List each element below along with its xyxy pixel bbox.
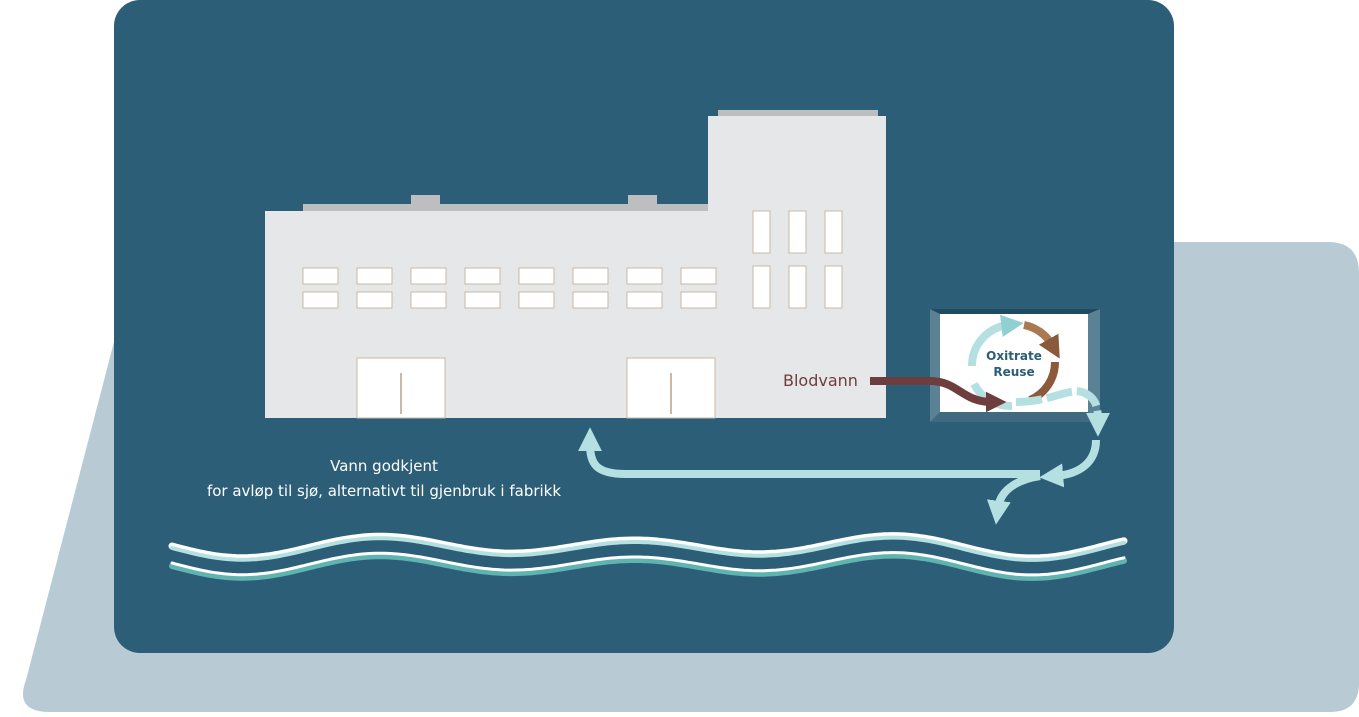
window xyxy=(518,291,555,309)
blodvann-label: Blodvann xyxy=(783,371,858,390)
window xyxy=(356,291,393,309)
window xyxy=(788,210,807,254)
window xyxy=(572,291,609,309)
window xyxy=(410,267,447,285)
building-windows xyxy=(302,210,843,309)
roof-strip-low xyxy=(303,204,709,212)
blood-flow-arrow xyxy=(870,377,1007,413)
water-label-line2: for avløp til sjø, alternativt til gjenb… xyxy=(207,482,561,500)
window xyxy=(752,210,771,254)
window xyxy=(626,291,663,309)
water-label-line1: Vann godkjent xyxy=(330,457,438,475)
window xyxy=(824,210,843,254)
unit-label-line1: Oxitrate xyxy=(986,349,1042,363)
door-left xyxy=(356,357,446,419)
water-reuse-arrow xyxy=(578,427,1040,478)
window xyxy=(464,267,501,285)
window xyxy=(302,291,339,309)
window xyxy=(518,267,555,285)
window xyxy=(788,265,807,309)
window xyxy=(680,291,717,309)
window xyxy=(410,291,447,309)
wave-top xyxy=(170,535,1126,562)
water-split-arrow xyxy=(1039,439,1100,488)
sea-waves xyxy=(168,532,1128,581)
window xyxy=(302,267,339,285)
door-right xyxy=(626,357,716,419)
wave-bottom xyxy=(169,552,1127,581)
wave-bottom-highlight xyxy=(170,551,1126,577)
roof-vent-1 xyxy=(411,195,440,205)
window xyxy=(464,291,501,309)
window xyxy=(572,267,609,285)
water-out-arrow xyxy=(1015,387,1110,437)
water-discharge-arrow xyxy=(986,472,1041,525)
roof-vent-2 xyxy=(628,195,657,205)
factory-building xyxy=(265,110,886,419)
unit-label-line2: Reuse xyxy=(993,365,1034,379)
window xyxy=(626,267,663,285)
window xyxy=(356,267,393,285)
window xyxy=(752,265,771,309)
window xyxy=(680,267,717,285)
roof-strip-high xyxy=(718,110,878,117)
window xyxy=(824,265,843,309)
